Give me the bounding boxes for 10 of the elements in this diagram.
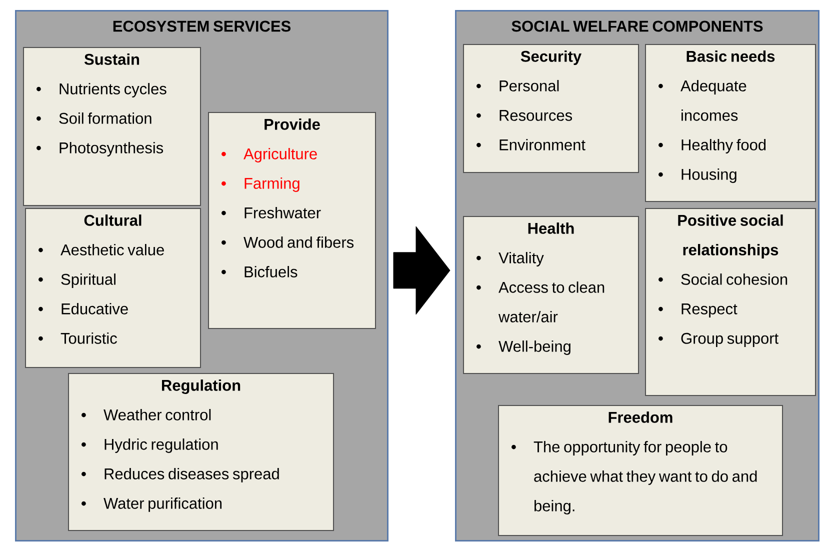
- category-box: Health Vitality Access to clean water/air Well-being: [463, 216, 639, 374]
- category-box: Provide Agriculture Farming Freshwater Wood and fibers Bicfuels: [208, 112, 376, 329]
- category-box: Regulation Weather control Hydric regulation Reduces diseases spread Water purification: [68, 373, 334, 531]
- category-box: Cultural Aesthetic value Spiritual Educative Touristic: [25, 208, 201, 368]
- category-box: Positive social relationships Social cohesion Respect Group support: [645, 208, 816, 396]
- category-box: Sustain Nutrients cycles Soil formation Photosynthesis: [23, 47, 201, 206]
- block-arrow: [393, 226, 450, 315]
- category-box: Security Personal Resources Environment: [463, 44, 639, 173]
- category-box: Basic needs Adequate incomes Healthy food Housing: [645, 44, 816, 202]
- category-box: Freedom The opportunity for people to achieve what they want to do and being.: [498, 405, 783, 536]
